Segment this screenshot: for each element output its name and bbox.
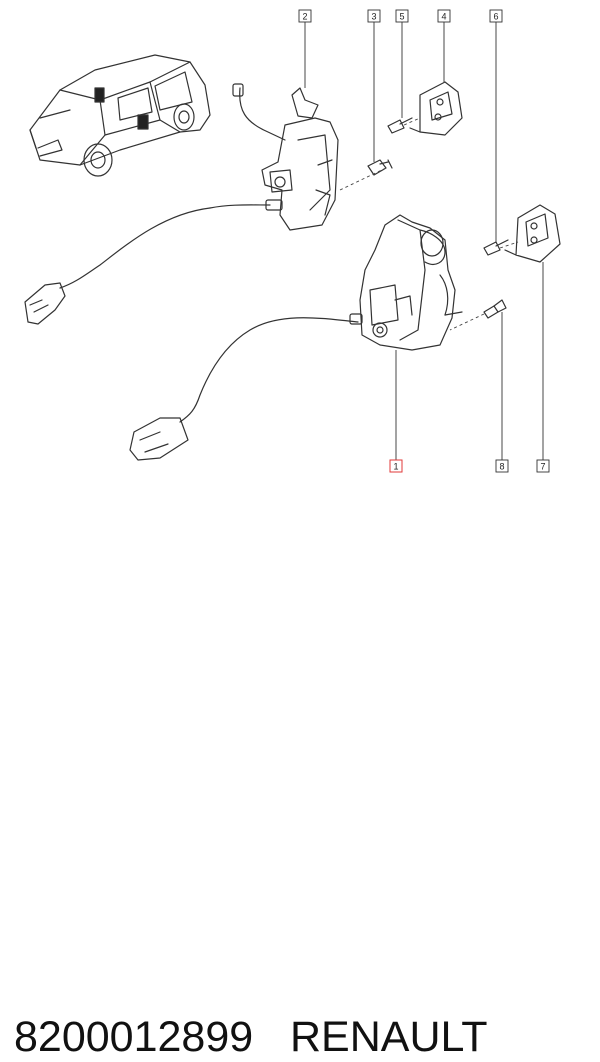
callout-8: 8 <box>495 459 509 473</box>
svg-text:7: 7 <box>540 462 545 472</box>
parts-diagram: 2 3 5 4 6 1 8 7 <box>24 9 561 473</box>
svg-text:4: 4 <box>441 12 446 22</box>
main-lock-1 <box>359 214 463 351</box>
callout-5: 5 <box>395 9 409 23</box>
screw-6-graphic <box>483 239 509 256</box>
svg-text:5: 5 <box>399 12 404 22</box>
part-number: 8200012899 <box>14 1013 254 1061</box>
car-illustration <box>29 54 211 177</box>
lower-cable-end <box>349 313 363 325</box>
striker-4-graphic <box>409 81 463 136</box>
upper-cable <box>59 207 211 289</box>
callout-1: 1 <box>389 459 403 473</box>
svg-text:8: 8 <box>499 462 504 472</box>
brand-name: RENAULT <box>290 1013 488 1061</box>
upper-lock-assembly <box>209 83 339 231</box>
dash-8 <box>449 313 485 331</box>
upper-connector <box>24 282 66 325</box>
svg-text:1: 1 <box>393 462 398 472</box>
callout-4: 4 <box>437 9 451 23</box>
screw-3-graphic <box>367 159 393 176</box>
svg-text:6: 6 <box>493 12 498 22</box>
caption: 8200012899 RENAULT <box>0 505 600 1061</box>
callout-3: 3 <box>367 9 381 23</box>
lower-connector <box>129 417 189 461</box>
svg-text:3: 3 <box>371 12 376 22</box>
callout-2: 2 <box>298 9 312 23</box>
svg-text:2: 2 <box>302 12 307 22</box>
striker-7-graphic <box>504 204 561 263</box>
screw-5-graphic <box>387 117 413 134</box>
dash-3 <box>339 167 387 191</box>
lower-cable <box>179 317 359 423</box>
callout-6: 6 <box>489 9 503 23</box>
screw-8-graphic <box>483 299 507 319</box>
dash-5 <box>403 117 421 126</box>
callout-7: 7 <box>536 459 550 473</box>
